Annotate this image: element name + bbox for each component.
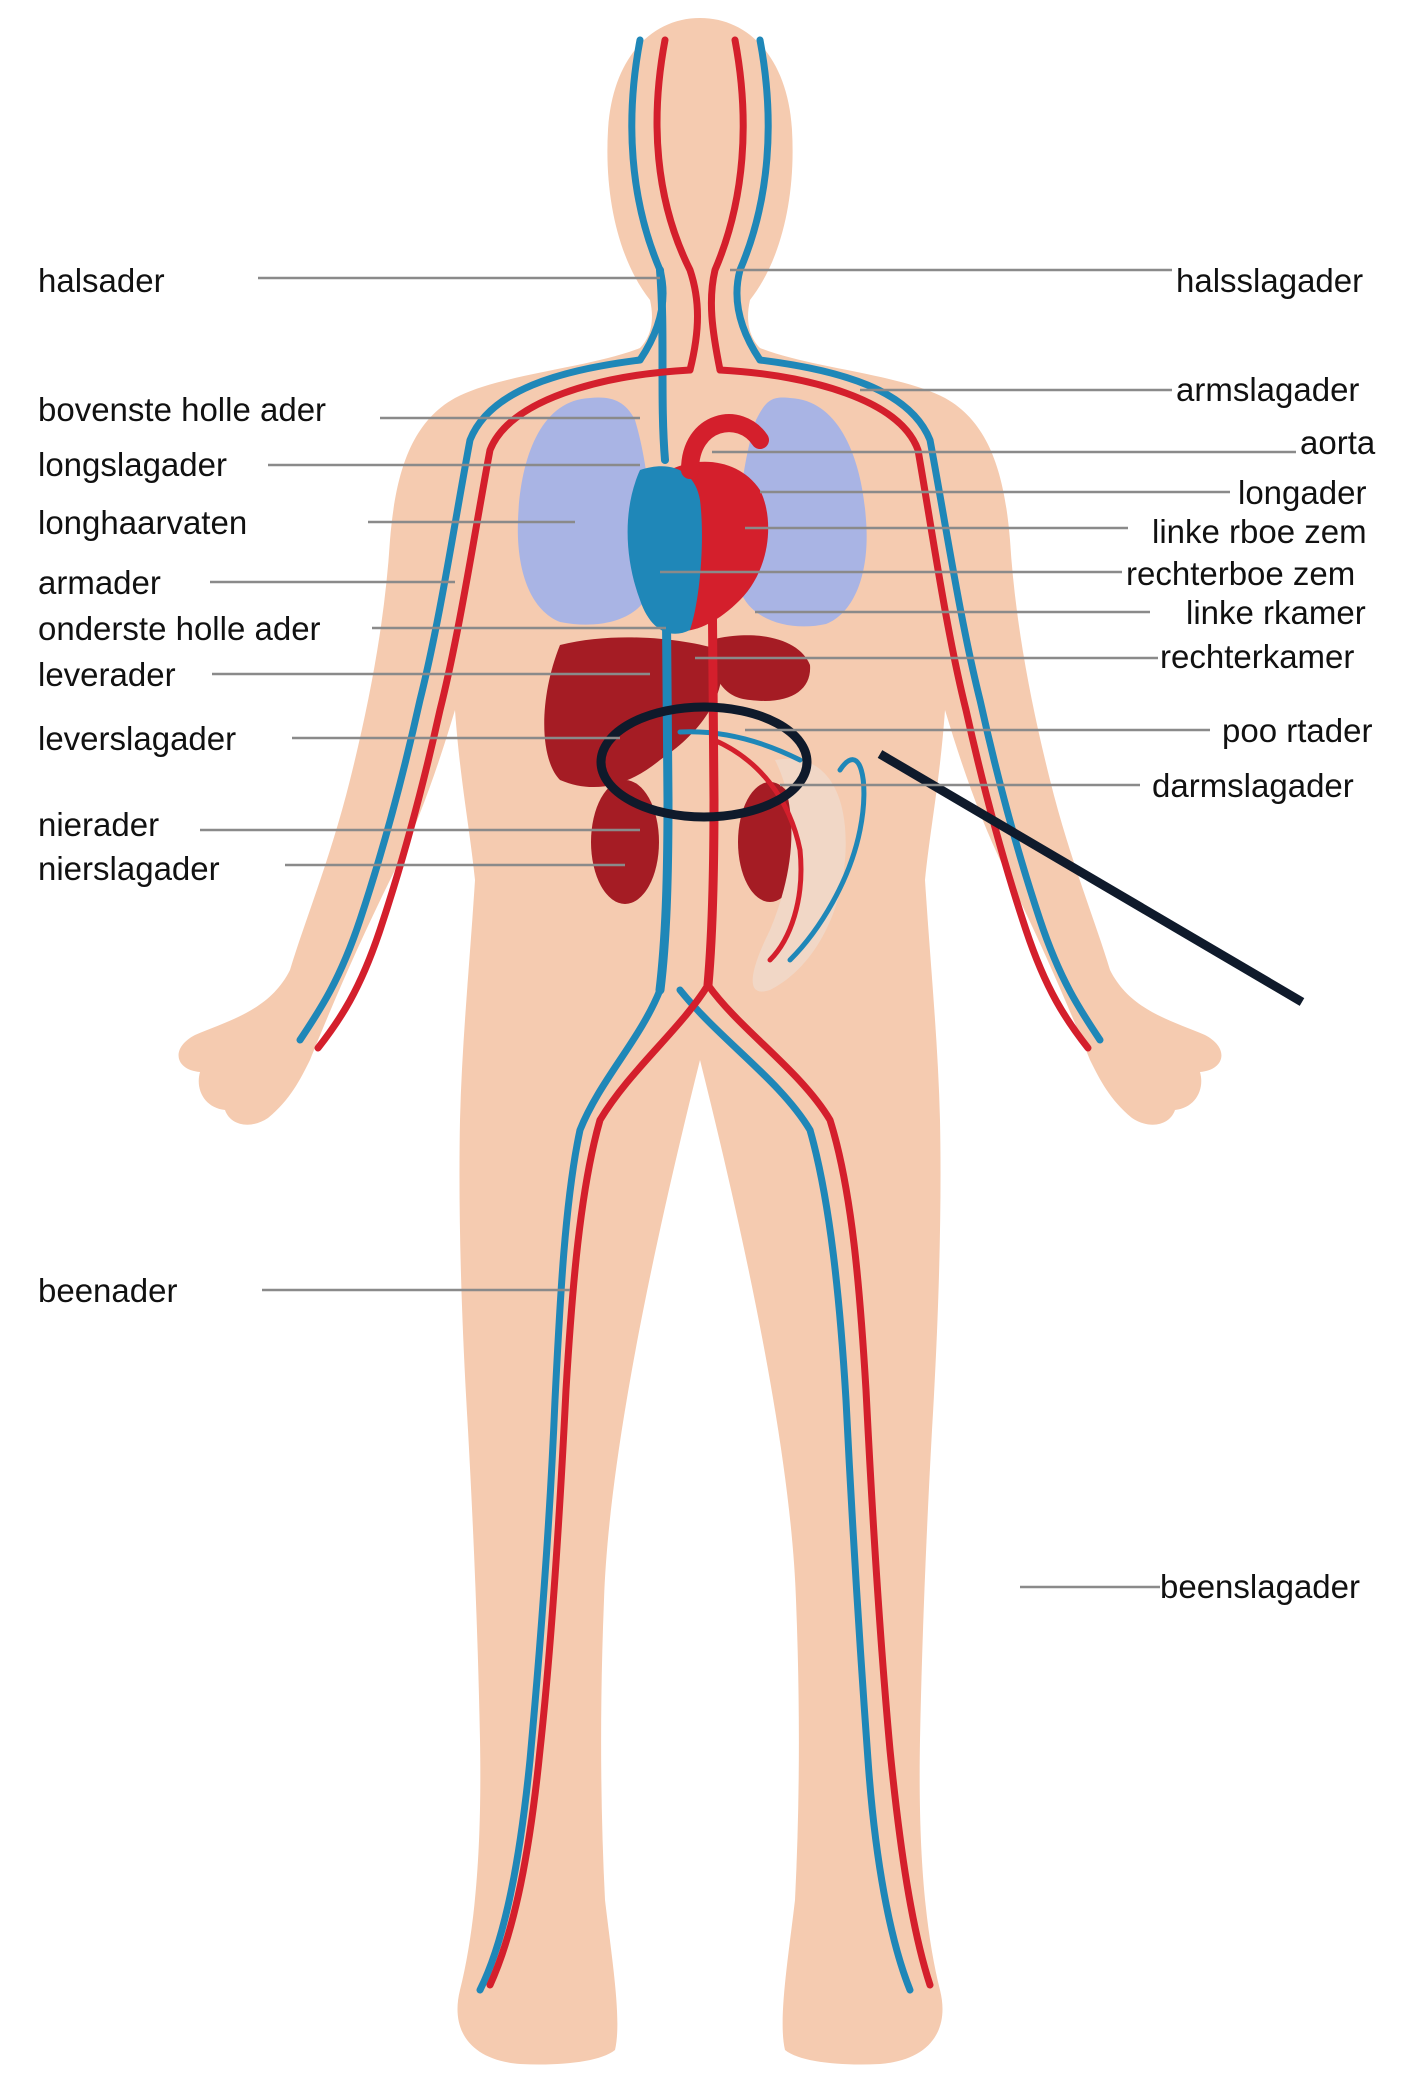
label-leverader: leverader [38, 656, 176, 693]
label-longader: longader [1238, 474, 1366, 511]
label-rechterboezem: rechterboe zem [1126, 555, 1355, 592]
label-onderste-holle-ader: onderste holle ader [38, 610, 321, 647]
label-rechterkamer: rechterkamer [1160, 638, 1354, 675]
label-nierader: nierader [38, 806, 159, 843]
label-beenader: beenader [38, 1272, 177, 1309]
label-leverslagader: leverslagader [38, 720, 236, 757]
label-linkerkamer: linke rkamer [1186, 594, 1366, 631]
label-longhaarvaten: longhaarvaten [38, 504, 247, 541]
labels-right: halsslagader armslagader aorta longader … [1126, 262, 1376, 1605]
label-linkerboezem: linke rboe zem [1152, 513, 1367, 550]
label-armader: armader [38, 564, 161, 601]
label-halsslagader: halsslagader [1176, 262, 1363, 299]
label-armslagader: armslagader [1176, 371, 1359, 408]
label-halsader: halsader [38, 262, 165, 299]
label-aorta: aorta [1300, 424, 1376, 461]
labels-left: halsader bovenste holle ader longslagade… [38, 262, 326, 1309]
label-longslagader: longslagader [38, 446, 227, 483]
label-bovenste-holle-ader: bovenste holle ader [38, 391, 326, 428]
label-beenslagader: beenslagader [1160, 1568, 1360, 1605]
label-poortader: poo rtader [1222, 712, 1372, 749]
label-darmslagader: darmslagader [1152, 767, 1354, 804]
label-nierslagader: nierslagader [38, 850, 220, 887]
